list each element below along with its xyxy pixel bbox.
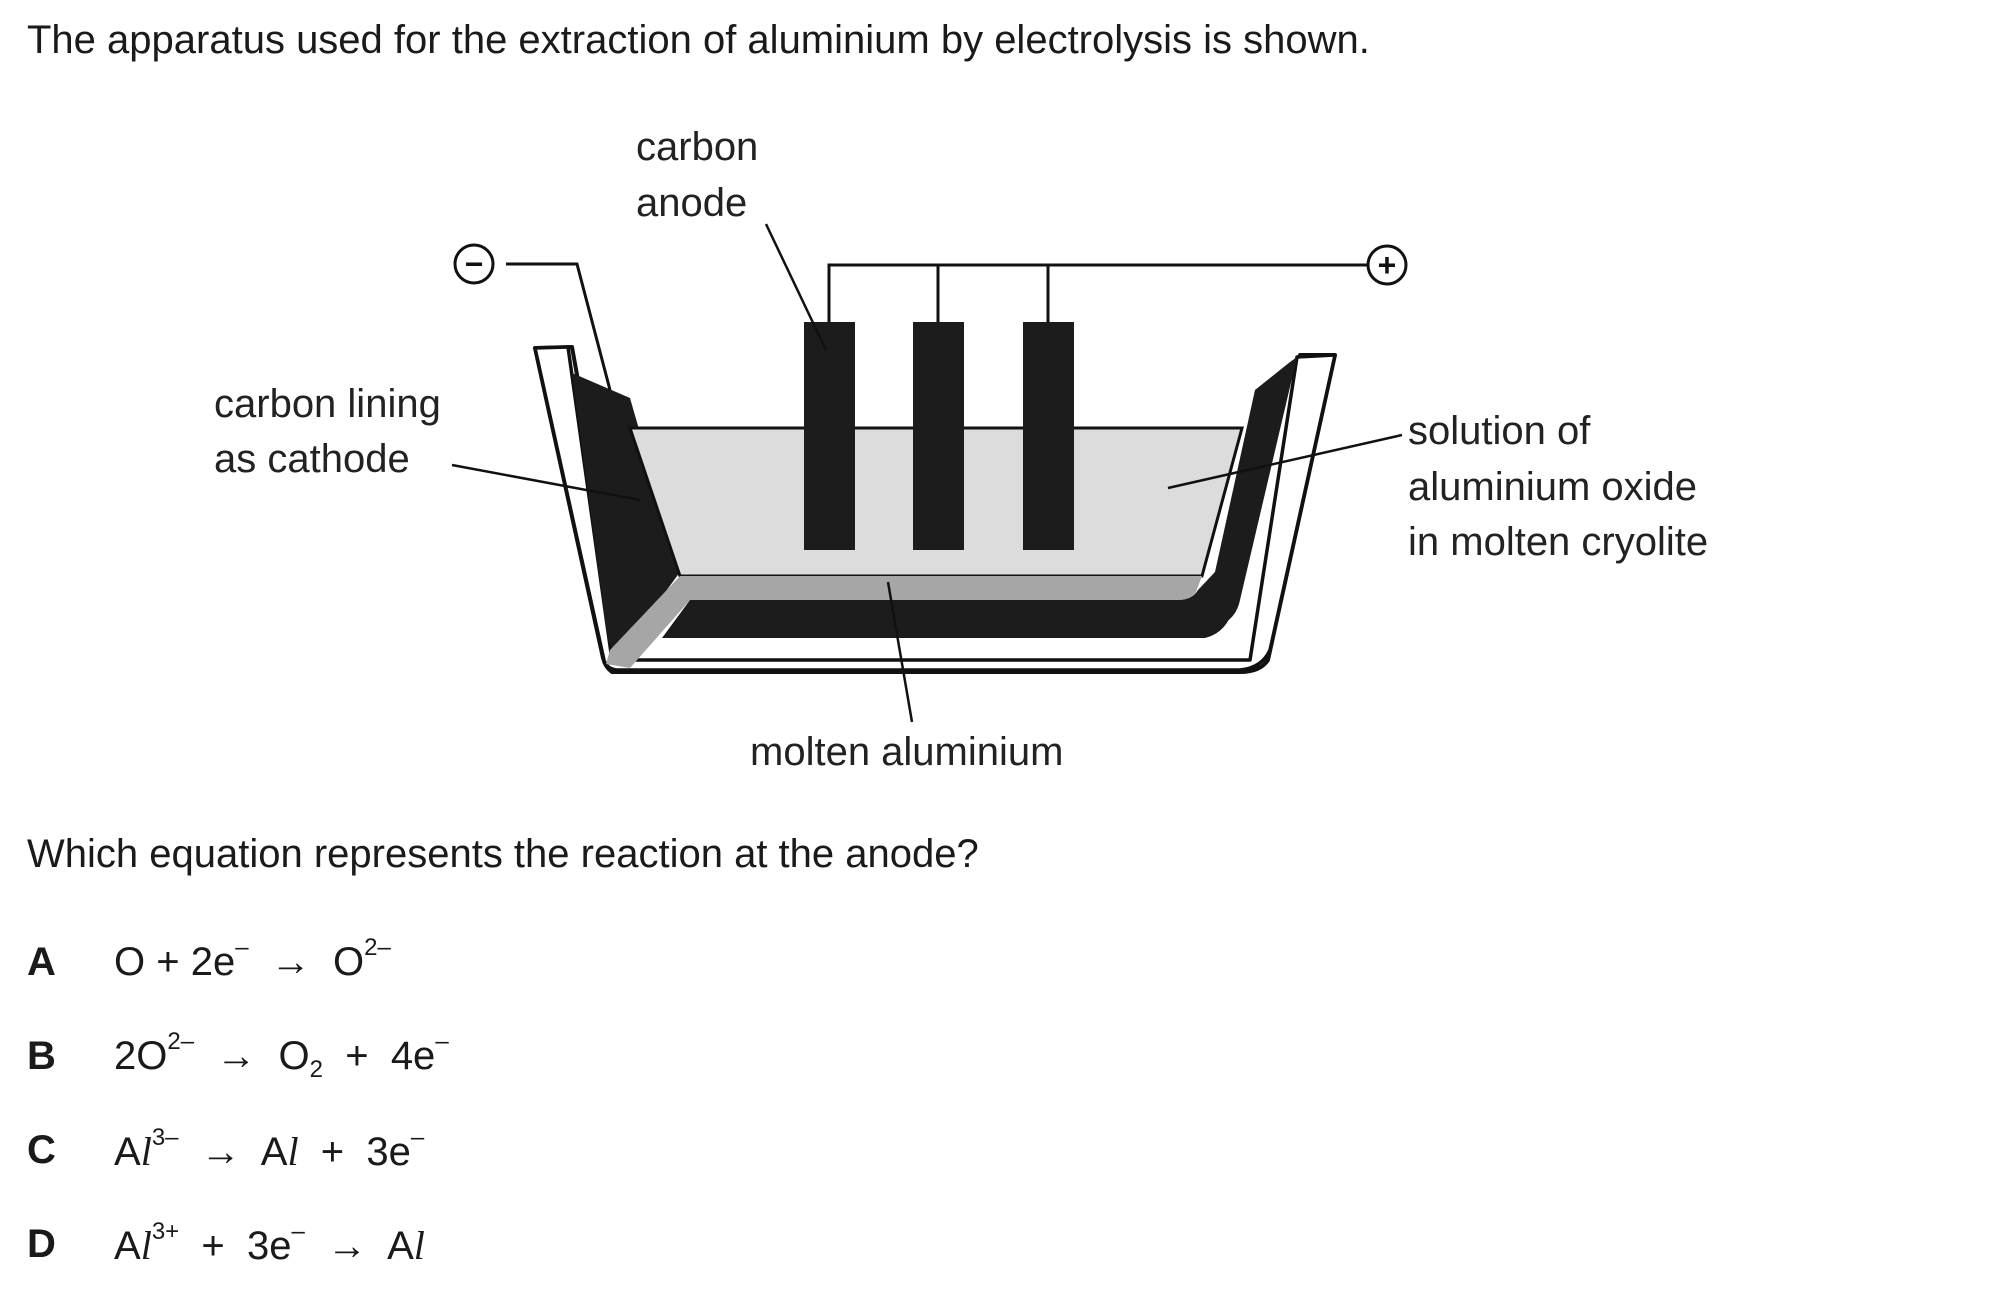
positive-terminal-icon [1366,244,1408,286]
leader-molten-aluminium [886,581,914,723]
option-equation: O + 2e– → O2– [114,934,391,985]
leader-carbon-anode [764,223,828,351]
container-body [533,345,1337,672]
leader-carbon-lining [451,463,641,502]
option-letter: D [27,1222,56,1266]
anode-wire [827,263,1368,322]
label-solution-3: in molten cryolite [1408,520,1708,564]
carbon-lining-right [1190,357,1297,630]
carbon-lining-bottom [662,572,1235,638]
label-carbon-anode-2: anode [636,181,747,225]
label-carbon-lining-1: carbon lining [214,382,441,426]
carbon-anode-1 [804,322,855,550]
option-c[interactable]: C Al3– → Al + 3e– [0,1124,600,1188]
cathode-wire [506,262,612,391]
molten-aluminium-layer [606,576,1202,668]
label-carbon-anode-1: carbon [636,125,758,169]
option-b[interactable]: B 2O2– → O2 + 4e– [0,1028,600,1094]
electrolysis-cell-diagram: − + carbon anode carbon lining as cathod… [214,125,1708,774]
label-solution-1: solution of [1408,409,1591,453]
question-text: Which equation represents the reaction a… [27,832,979,876]
carbon-anode-2 [913,322,964,550]
option-equation: 2O2– → O2 + 4e– [114,1028,449,1083]
option-equation: Al3– → Al + 3e– [114,1124,425,1175]
label-carbon-lining-2: as cathode [214,437,410,481]
leader-solution [1167,433,1403,490]
intro-text: The apparatus used for the extraction of… [27,18,1370,62]
option-equation: Al3+ + 3e– → Al [114,1218,425,1269]
negative-terminal-symbol: − [465,246,484,282]
negative-terminal-icon [453,243,495,285]
positive-terminal-symbol: + [1378,247,1397,283]
option-letter: B [27,1034,56,1078]
option-a[interactable]: A O + 2e– → O2– [0,934,600,1000]
label-molten-aluminium: molten aluminium [750,730,1063,774]
option-letter: C [27,1128,56,1172]
carbon-lining-left [572,373,680,658]
option-letter: A [27,940,56,984]
option-d[interactable]: D Al3+ + 3e– → Al [0,1218,600,1282]
label-solution-2: aluminium oxide [1408,465,1697,509]
carbon-anode-3 [1023,322,1074,550]
